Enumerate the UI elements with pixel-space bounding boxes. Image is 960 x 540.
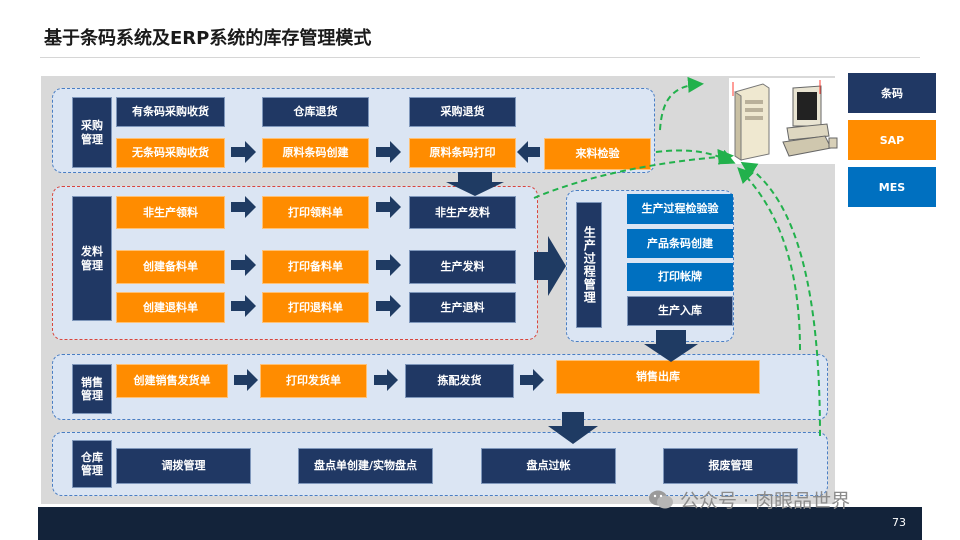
production-return: 生产退料 (409, 292, 516, 323)
wechat-icon (648, 489, 674, 511)
create-delivery-order: 创建销售发货单 (116, 364, 228, 398)
print-account-tag: 打印帐牌 (627, 263, 733, 291)
non-production-issue: 非生产发料 (409, 196, 516, 229)
product-barcode-create: 产品条码创建 (627, 229, 733, 258)
in-process-inspection: 生产过程检验验 (627, 194, 733, 224)
sales-section-label: 销售 管理 (72, 364, 112, 414)
no-barcode-purchase-receipt: 无条码采购收货 (116, 138, 225, 168)
legend-mes: MES (848, 167, 936, 207)
transfer-management: 调拨管理 (116, 448, 251, 484)
print-delivery-order: 打印发货单 (260, 364, 367, 398)
material-barcode-print: 原料条码打印 (409, 138, 516, 168)
incoming-inspection: 来料检验 (544, 138, 651, 170)
legend-barcode: 条码 (848, 73, 936, 113)
production-section-label: 生产过程管理 (576, 202, 602, 328)
create-return-list: 创建退料单 (116, 292, 225, 323)
print-picking-list: 打印备料单 (262, 250, 369, 284)
stocktake-posting: 盘点过帐 (481, 448, 616, 484)
warehouse-return: 仓库退货 (262, 97, 369, 127)
pick-and-ship: 拣配发货 (405, 364, 514, 398)
footer-bar (38, 507, 922, 540)
barcode-purchase-receipt: 有条码采购收货 (116, 97, 225, 127)
create-picking-list: 创建备料单 (116, 250, 225, 284)
stocktake-create: 盘点单创建/实物盘点 (298, 448, 433, 484)
purchase-section-label: 采购 管理 (72, 97, 112, 168)
production-stock-in: 生产入库 (627, 296, 733, 326)
server-computer-icon (729, 78, 839, 164)
legend-sap: SAP (848, 120, 936, 160)
material-barcode-create: 原料条码创建 (262, 138, 369, 168)
sales-outbound: 销售出库 (556, 360, 760, 394)
warehouse-section-label: 仓库 管理 (72, 440, 112, 488)
purchase-return: 采购退货 (409, 97, 516, 127)
title-divider (40, 57, 920, 58)
print-return-list: 打印退料单 (262, 292, 369, 323)
scrap-management: 报废管理 (663, 448, 798, 484)
page-number: 73 (892, 516, 906, 529)
watermark-text: 公众号 · 肉眼品世界 (680, 490, 851, 512)
page-title: 基于条码系统及ERP系统的库存管理模式 (44, 28, 372, 49)
production-issue: 生产发料 (409, 250, 516, 284)
print-requisition: 打印领料单 (262, 196, 369, 229)
watermark: 公众号 · 肉眼品世界 (648, 486, 850, 513)
non-production-requisition: 非生产领料 (116, 196, 225, 229)
issue-section-label: 发料 管理 (72, 196, 112, 321)
